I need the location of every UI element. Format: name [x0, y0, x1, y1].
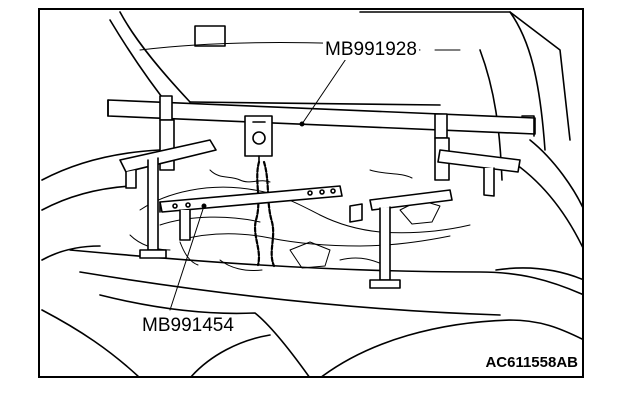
cross-bar-mb991454: [159, 185, 343, 266]
hood: [109, 11, 571, 181]
callout-mb991454: MB991454: [140, 315, 236, 336]
engine-support-illustration: [41, 11, 582, 376]
figure-id: AC611558AB: [485, 353, 578, 373]
lift-hook-and-chain: [244, 115, 276, 268]
callout-mb991928: MB991928: [323, 39, 419, 60]
diagram-frame: MB991928 MB991454 AC611558AB: [38, 8, 584, 378]
fixture-right-leg: [349, 137, 521, 289]
fixture-main-bar: [107, 95, 536, 139]
leader-lines: [169, 49, 461, 311]
fixture-left-leg: [119, 119, 217, 259]
